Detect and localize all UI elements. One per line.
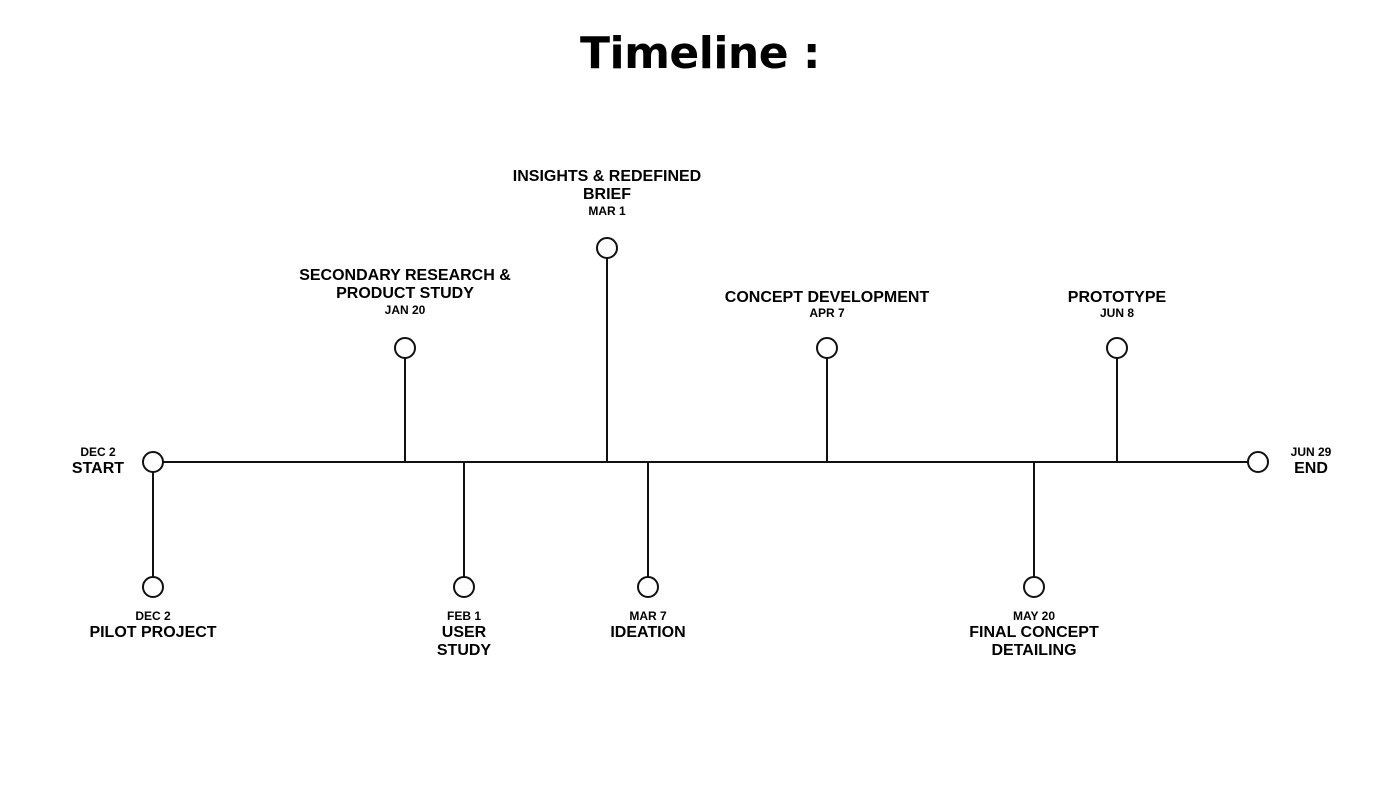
milestone-date: JAN 20 <box>384 302 426 317</box>
milestone-title: CONCEPT DEVELOPMENT <box>724 289 930 306</box>
milestone-title: INSIGHTS & REDEFINED <box>512 168 702 185</box>
start-date: DEC 2 <box>80 445 116 459</box>
milestone-title: DETAILING <box>991 642 1077 660</box>
milestone-title: BRIEF <box>583 186 631 204</box>
end-node <box>1247 451 1269 473</box>
milestone-title: FINAL CONCEPT <box>969 623 1099 641</box>
milestone-date: FEB 1 <box>446 609 481 623</box>
milestone-node-ideation <box>637 576 659 598</box>
milestone-node-insights <box>596 237 618 259</box>
milestone-node-user-study <box>453 576 475 598</box>
milestone-node-pilot <box>142 576 164 598</box>
milestone-date: MAY 20 <box>1012 609 1056 623</box>
milestone-title: USER <box>441 623 487 641</box>
milestone-title: SECONDARY RESEARCH & <box>299 267 511 284</box>
milestone-title: IDEATION <box>610 623 686 641</box>
start-text: START <box>71 459 125 477</box>
end-date: JUN 29 <box>1290 445 1332 459</box>
milestone-title: PRODUCT STUDY <box>336 285 474 303</box>
milestone-title: PROTOTYPE <box>1067 289 1167 306</box>
end-label: JUN 29 END <box>1271 445 1351 478</box>
milestone-node-final <box>1023 576 1045 598</box>
start-label: DEC 2 START <box>58 445 138 478</box>
end-text: END <box>1294 459 1328 477</box>
milestone-date: APR 7 <box>809 306 845 321</box>
milestone-date: JUN 8 <box>1099 306 1134 321</box>
milestone-title: PILOT PROJECT <box>89 623 217 641</box>
milestone-date: MAR 7 <box>629 609 667 623</box>
page-title: Timeline : <box>579 28 821 79</box>
milestone-date: MAR 1 <box>588 203 626 218</box>
milestone-date: DEC 2 <box>135 609 171 623</box>
start-node <box>142 451 164 473</box>
milestone-node-prototype <box>1106 337 1128 359</box>
milestone-title: STUDY <box>436 642 492 660</box>
milestone-node-secondary <box>394 337 416 359</box>
milestone-node-concept <box>816 337 838 359</box>
